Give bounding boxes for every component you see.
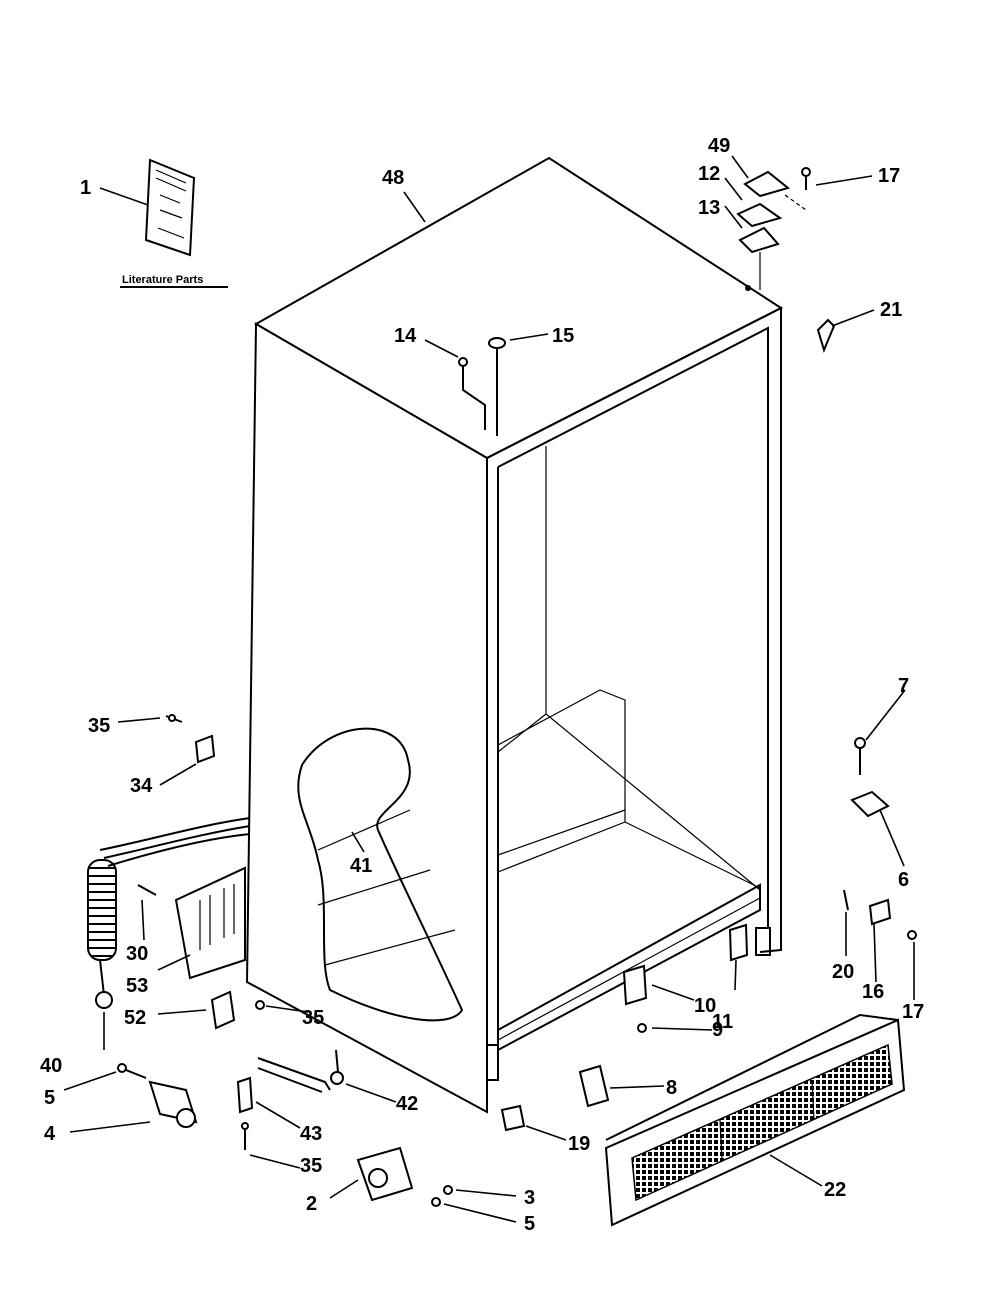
callout-16: 16 [862, 981, 884, 1003]
callout-4: 4 [44, 1123, 56, 1145]
left-bracket-parts [165, 714, 216, 764]
callout-7: 7 [898, 675, 909, 697]
callout-19: 19 [568, 1133, 590, 1155]
callout-20: 20 [832, 961, 854, 983]
callout-42: 42 [396, 1093, 418, 1115]
literature-parts [120, 158, 228, 288]
callout-9: 9 [712, 1019, 723, 1041]
toe-grille [604, 1013, 906, 1227]
callout-30: 30 [126, 943, 148, 965]
bottom-left-parts [117, 1049, 344, 1150]
callout-12: 12 [698, 163, 720, 185]
callout-5-bottom: 5 [524, 1213, 535, 1235]
callout-14: 14 [394, 325, 417, 347]
callout-15: 15 [552, 325, 574, 347]
callout-2: 2 [306, 1193, 317, 1215]
literature-caption: Literature Parts [122, 274, 203, 286]
callout-13: 13 [698, 197, 720, 219]
callout-21: 21 [880, 299, 902, 321]
callout-41: 41 [350, 855, 372, 877]
power-cord-assembly [87, 817, 265, 1030]
callout-35-mid: 35 [302, 1007, 324, 1029]
callout-10: 10 [694, 995, 716, 1017]
callout-43: 43 [300, 1123, 322, 1145]
callout-48: 48 [382, 167, 404, 189]
callout-40: 40 [40, 1055, 62, 1077]
callout-6: 6 [898, 869, 909, 891]
callout-5-left: 5 [44, 1087, 55, 1109]
bottom-right-parts [578, 889, 917, 1108]
callout-52: 52 [124, 1007, 146, 1029]
callout-22: 22 [824, 1179, 846, 1201]
callout-49: 49 [708, 135, 730, 157]
callout-35-left: 35 [88, 715, 110, 737]
callout-53: 53 [126, 975, 148, 997]
callout-labels: Literature Parts 1 48 49 12 13 17 21 14 … [40, 135, 924, 1235]
callout-3: 3 [524, 1187, 535, 1209]
callout-1: 1 [80, 177, 91, 199]
callout-11: 11 [712, 1011, 733, 1033]
callout-17-top: 17 [878, 165, 900, 187]
callout-leaders [63, 155, 915, 1223]
right-leveling-parts [850, 737, 890, 818]
callout-8: 8 [666, 1077, 677, 1099]
callout-17-bottom: 17 [902, 1001, 924, 1023]
callout-35-bottom: 35 [300, 1155, 322, 1177]
callout-34: 34 [130, 775, 153, 797]
cabinet [245, 156, 783, 1114]
top-hinge-parts [458, 167, 836, 436]
bottom-center-parts [356, 1104, 526, 1207]
